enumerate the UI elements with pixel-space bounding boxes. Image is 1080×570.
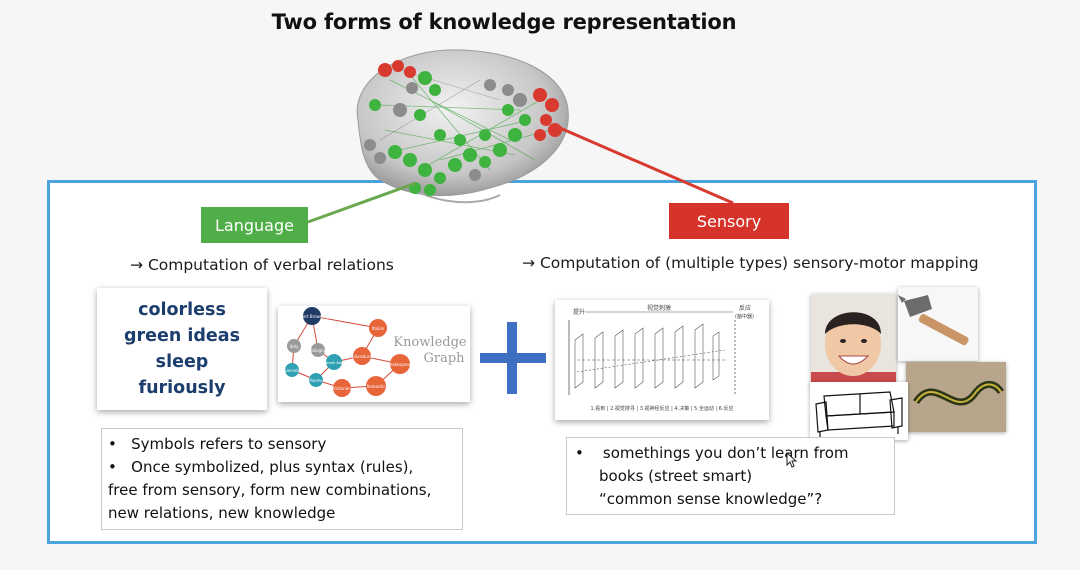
word-line: furiously [138,378,226,398]
brain-network-illustration [356,49,569,204]
diagram-label: 视觉刺激 [647,304,671,312]
knowledge-graph-diagram: Robert Browning Italy Bologna Italian El… [284,307,467,397]
kg-node-label: Shakespeare [387,362,413,367]
kg-node [309,373,323,387]
couch-drawing [810,382,908,440]
hammer-photo [898,287,978,361]
kg-node [287,339,301,353]
arrow-right-icon: → [522,254,535,272]
slide-title: Two forms of knowledge representation [271,10,737,34]
kg-node-label: Poems [309,378,322,383]
language-notes-box: • Symbols refers to sensory • Once symbo… [101,428,463,530]
bullet-item: • Symbols refers to sensory [108,435,327,453]
kg-node-label: Literature [352,354,372,359]
kg-node-label: Italy [290,344,299,349]
sensory-notes-box: • somethings you don’t learn from books … [566,437,895,515]
kg-node [369,319,387,337]
diagram-label: 反应 [739,304,751,312]
kg-node [366,376,386,396]
kg-node [390,354,410,374]
sensory-label: Sensory [669,203,789,239]
word-line: colorless [138,300,226,320]
sensory-motor-diagram: 提升 视觉刺激 反应 (脑中器) 1.看到 | 2.视觉搜寻 | 3.视神经反应… [568,304,754,412]
word-line: green ideas [123,326,241,346]
kg-node-label: Italian [372,326,385,331]
plus-sign-icon [480,353,546,363]
continuation-line: new relations, new knowledge [108,504,336,522]
kg-node [285,363,299,377]
kg-node-label: Romantic [367,384,386,389]
kg-node-label: Elizabeth Barrett [319,361,349,365]
knowledge-graph-card: Robert Browning Italy Bologna Italian El… [278,306,470,402]
kg-node [353,347,371,365]
kg-title-line2: Graph [423,351,465,366]
sensory-connector [559,126,734,205]
continuation-line: books (street smart) [599,467,753,485]
diagram-label: (脑中器) [735,313,754,320]
bullet-item: • Once symbolized, plus syntax (rules), [108,458,414,476]
language-connector [307,181,417,224]
kg-title-line1: Knowledge [393,335,467,350]
kg-node [311,343,325,357]
child-face-photo [811,294,896,387]
kg-node-label: Sonnets [284,368,300,373]
sensory-motor-diagram-card: 提升 视觉刺激 反应 (脑中器) 1.看到 | 2.视觉搜寻 | 3.视神经反应… [555,300,769,420]
kg-node-label: Bologna [310,348,327,353]
diagram-caption: 1.看到 | 2.视觉搜寻 | 3.视神经反应 | 4.决策 | 5.全运动 |… [591,405,734,412]
kg-node [333,379,351,397]
kg-node-label: Victorian [333,386,351,391]
continuation-line: free from sensory, form new combinations… [108,481,432,499]
bullet-item: • somethings you don’t learn from [575,444,849,462]
continuation-line: “common sense knowledge”? [599,490,823,508]
kg-node [303,307,321,325]
language-subhead: → Computation of verbal relations [130,256,394,274]
example-sentence-card: colorless green ideas sleep furiously [97,288,267,410]
snake-photo [906,362,1006,432]
mouse-cursor-icon [786,452,798,468]
kg-node-label: Robert Browning [295,314,329,319]
sensory-subhead: → Computation of (multiple types) sensor… [522,254,979,272]
arrow-right-icon: → [130,256,143,274]
word-line: sleep [155,352,209,372]
diagram-label: 提升 [573,308,585,316]
kg-node [326,354,342,370]
language-label: Language [201,207,308,243]
